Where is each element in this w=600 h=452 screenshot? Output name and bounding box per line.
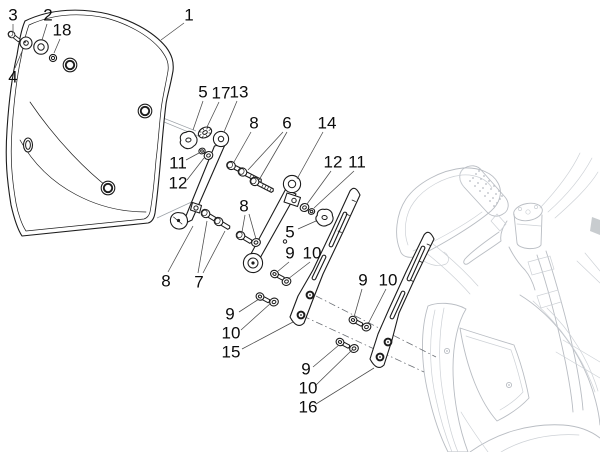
callout-label-6: 6 bbox=[282, 114, 291, 133]
callout-label-9: 9 bbox=[285, 244, 294, 263]
spacer-part-2 bbox=[33, 39, 49, 55]
nut-part-18 bbox=[48, 53, 58, 63]
callout-label-2: 2 bbox=[43, 6, 52, 25]
headlight-cowl bbox=[422, 294, 600, 452]
knob-part-5-left bbox=[177, 129, 199, 151]
front-fender bbox=[460, 252, 600, 452]
steering-stem-forks bbox=[419, 239, 584, 413]
washer-part-10-b bbox=[267, 296, 281, 308]
callout-leader-line bbox=[247, 131, 284, 171]
stay-part-16 bbox=[369, 231, 435, 368]
callout-label-13: 13 bbox=[230, 83, 249, 102]
callout-leader-line bbox=[353, 288, 363, 318]
callout-leader-line bbox=[241, 214, 246, 233]
callout-leader-line bbox=[53, 38, 61, 54]
callout-label-11: 11 bbox=[169, 154, 187, 173]
windshield-grommet bbox=[100, 180, 116, 196]
callout-leader-line bbox=[313, 170, 355, 209]
callout-label-3: 3 bbox=[8, 6, 17, 25]
callout-leader-line bbox=[206, 101, 220, 128]
callout-leader-line bbox=[233, 131, 252, 163]
bolt-part-6-b bbox=[248, 175, 276, 196]
callout-label-11: 11 bbox=[348, 153, 366, 172]
callout-label-12: 12 bbox=[169, 174, 188, 193]
callout-leader-line bbox=[14, 48, 24, 69]
mounting-bracket-cluster bbox=[169, 126, 335, 308]
bolt-part-8-lower bbox=[234, 229, 255, 247]
callout-leader-line bbox=[296, 131, 324, 180]
callout-label-12: 12 bbox=[324, 153, 343, 172]
callout-label-1: 1 bbox=[184, 6, 193, 25]
windshield-grommet-side bbox=[22, 137, 34, 153]
bolt-part-9-d bbox=[334, 336, 352, 351]
callout-label-17: 17 bbox=[212, 84, 231, 103]
callout-label-8: 8 bbox=[239, 197, 248, 216]
callout-leader-line bbox=[167, 225, 194, 273]
callout-label-9: 9 bbox=[225, 305, 234, 324]
callout-leader-line bbox=[367, 288, 387, 325]
callout-leader-line bbox=[41, 23, 48, 41]
control-cables bbox=[539, 152, 600, 235]
callout-leader-line bbox=[314, 349, 353, 387]
callout-leader-line bbox=[241, 321, 294, 350]
serrated-washer-part-17 bbox=[197, 126, 213, 139]
handlebar-grip bbox=[459, 165, 509, 217]
callout-leader-line bbox=[276, 261, 290, 273]
knob-part-5-right bbox=[314, 207, 335, 228]
callout-leader-line bbox=[258, 131, 288, 181]
windshield-grommet bbox=[62, 57, 78, 73]
bracket-arm-part-13 bbox=[169, 130, 230, 230]
callout-leader-line bbox=[240, 302, 272, 331]
windshield-fasteners bbox=[6, 29, 58, 63]
callout-leader-line bbox=[315, 367, 375, 405]
brake-lever bbox=[463, 213, 508, 265]
motorcycle-front-end bbox=[396, 152, 600, 452]
bolt-part-9-b bbox=[254, 290, 272, 306]
callout-label-7: 7 bbox=[194, 273, 203, 292]
callout-label-10: 10 bbox=[303, 244, 322, 263]
callout-label-10: 10 bbox=[299, 379, 318, 398]
callout-label-10: 10 bbox=[379, 271, 398, 290]
brake-reservoir bbox=[513, 202, 543, 250]
screw-part-3 bbox=[6, 29, 23, 44]
callout-leader-line bbox=[223, 100, 238, 133]
bolt-part-7-b bbox=[212, 215, 233, 233]
support-stays bbox=[289, 187, 435, 368]
callout-leader-line bbox=[192, 100, 204, 131]
callout-label-18: 18 bbox=[53, 21, 72, 40]
callout-leader-line bbox=[186, 157, 205, 181]
callout-label-5: 5 bbox=[285, 223, 294, 242]
callout-label-5: 5 bbox=[198, 83, 207, 102]
callout-label-14: 14 bbox=[318, 114, 337, 133]
callout-leader-line bbox=[297, 220, 317, 230]
callout-leader-line bbox=[312, 344, 340, 368]
callout-label-9: 9 bbox=[358, 271, 367, 290]
callout-label-15: 15 bbox=[222, 343, 241, 362]
callout-label-4: 4 bbox=[8, 68, 17, 87]
callout-leader-line bbox=[197, 220, 208, 274]
callout-leader-line bbox=[287, 261, 311, 280]
handguard bbox=[396, 167, 501, 266]
callout-leader-line bbox=[185, 152, 200, 161]
stay-part-15 bbox=[289, 187, 361, 326]
callout-label-9: 9 bbox=[301, 360, 310, 379]
windshield-part bbox=[5, 9, 174, 237]
callout-leader-line bbox=[238, 298, 260, 313]
callout-label-8: 8 bbox=[161, 272, 170, 291]
callout-leader-line bbox=[160, 22, 185, 41]
callout-label-16: 16 bbox=[299, 398, 318, 417]
windshield-grommet bbox=[137, 103, 153, 119]
washer-part-4 bbox=[19, 36, 33, 50]
callout-leader-line bbox=[202, 230, 226, 274]
callout-label-10: 10 bbox=[222, 324, 241, 343]
callout-leader-line bbox=[248, 213, 257, 240]
callout-leader-line bbox=[306, 170, 332, 205]
callout-label-8: 8 bbox=[249, 114, 258, 133]
